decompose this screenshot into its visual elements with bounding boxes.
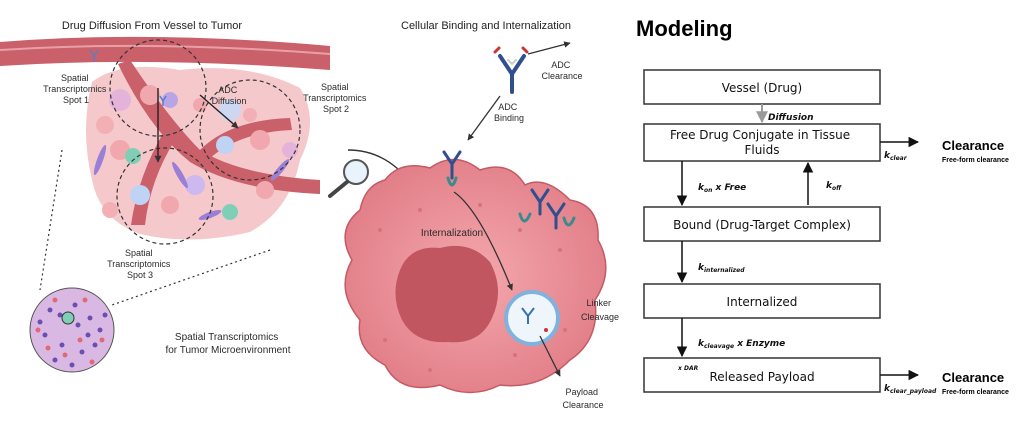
- diffusion-arrow-right: [199, 94, 239, 129]
- spot-1-label: Spatial Transcriptomics Spot 1: [43, 73, 109, 105]
- middle-heading: Cellular Binding and Internalization: [401, 20, 571, 32]
- microenv-label: Spatial Transcriptomics for Tumor Microe…: [165, 332, 290, 356]
- tumor-tissue-illustration: Drug Diffusion From Vessel to Tumor: [0, 20, 411, 373]
- spot-2-label: Spatial Transcriptomics Spot 2: [303, 82, 369, 114]
- adc-clearance-arrow: [527, 41, 571, 55]
- spot-3-label: Spatial Transcriptomics Spot 3: [107, 248, 173, 280]
- spot-2-circle: [199, 79, 301, 181]
- payload-clearance-label: Payload Clearance: [562, 387, 603, 410]
- adc-clearance-label: ADC Clearance: [541, 60, 582, 81]
- koff-label: koff: [826, 181, 842, 192]
- linker-cleavage-label: Linker Cleavage: [581, 298, 619, 322]
- left-heading: Drug Diffusion From Vessel to Tumor: [62, 20, 242, 32]
- dar-prefix: x DAR: [677, 365, 699, 372]
- box-bound: [643, 206, 881, 242]
- spatial-grid-zoom: [29, 287, 115, 373]
- adc-binding-label: ADC Binding: [494, 102, 524, 123]
- endosome-adc-icon: [521, 307, 535, 324]
- adc-binding-arrow: [467, 95, 501, 141]
- bound-adc-icon: [442, 150, 462, 187]
- modeling-flowchart: Modeling Vessel (Drug) Diffusion Free Dr…: [636, 16, 1009, 396]
- invagination-adc-icon: [518, 188, 576, 230]
- clearance-sub-2: Free-form clearance: [942, 389, 1009, 396]
- box-released-payload-label: Released Payload: [709, 370, 814, 384]
- magnifier-icon: [328, 159, 369, 198]
- box-internalized-label: Internalized: [727, 295, 798, 309]
- diffusion-label: Diffusion: [768, 113, 814, 123]
- kint-label: kinternalized: [698, 263, 745, 274]
- internalization-arrow: [453, 191, 513, 291]
- zoom-line-left: [39, 149, 63, 291]
- vessel-branch-3: [200, 118, 292, 160]
- adc-small-icon: [89, 49, 167, 106]
- box-released-payload: [643, 357, 881, 393]
- cell-binding-illustration: Cellular Binding and Internalization ADC…: [344, 20, 619, 410]
- nucleus: [395, 245, 499, 343]
- kclear-label: kclear: [884, 151, 908, 162]
- box-free-drug-label: Free Drug Conjugate in Tissue Fluids: [670, 128, 854, 157]
- tumor-cells: [93, 85, 298, 220]
- clearance-sub-1: Free-form clearance: [942, 157, 1009, 164]
- clearance-label-1: Clearance: [942, 138, 1004, 153]
- adc-diffusion-label: ADC Diffusion: [212, 85, 247, 106]
- clearance-label-2: Clearance: [942, 370, 1004, 385]
- spot-1-circle: [109, 39, 207, 137]
- box-internalized: [643, 283, 881, 319]
- box-bound-label: Bound (Drug-Target Complex): [673, 218, 851, 232]
- kcleavage-label: kcleavage x Enzyme: [698, 339, 785, 350]
- spot-3-circle: [116, 147, 214, 245]
- kon-label: kon x Free: [698, 183, 746, 194]
- box-vessel-label: Vessel (Drug): [722, 81, 802, 95]
- adc-antibody-icon: [493, 46, 529, 94]
- box-vessel: [643, 69, 881, 105]
- cytoplasm-specks: [378, 203, 567, 372]
- modeling-title: Modeling: [636, 16, 733, 41]
- vessel-main: [0, 36, 330, 70]
- box-free-drug: [643, 123, 881, 162]
- payload-clearance-arrow: [539, 335, 561, 377]
- endosome: [504, 290, 560, 346]
- internalization-label: Internalization: [421, 228, 483, 239]
- kclear-payload-label: kclear_payload: [884, 384, 937, 395]
